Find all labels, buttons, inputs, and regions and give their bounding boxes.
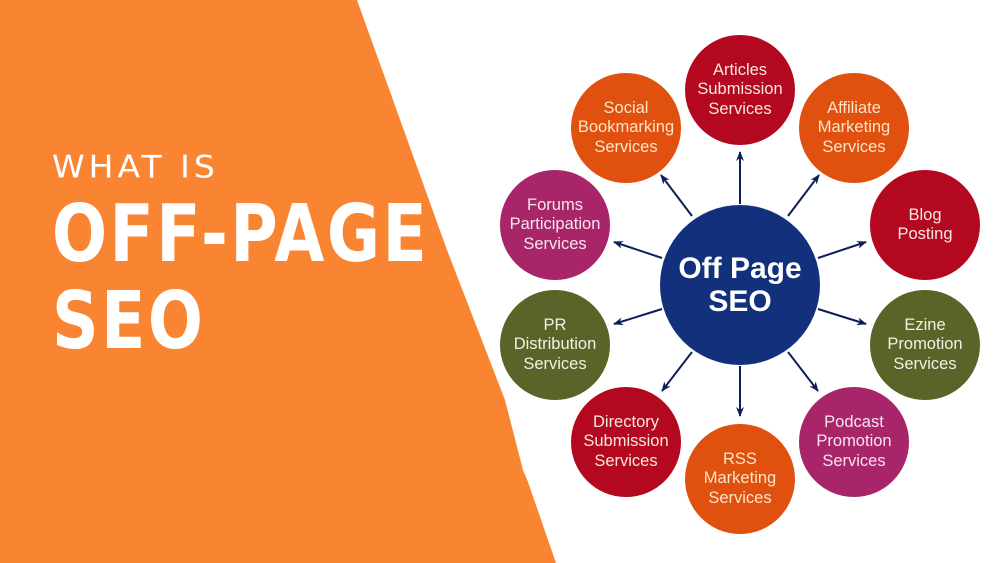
node-label: Forums Participation Services — [509, 195, 601, 253]
arrow-to-blog — [817, 241, 867, 259]
center-node-off-page-seo: Off Page SEO — [660, 205, 820, 365]
node-label: Social Bookmarking Services — [577, 98, 675, 156]
node-directory: Directory Submission Services — [571, 387, 681, 497]
center-node-label: Off Page SEO — [678, 252, 802, 318]
node-rss: RSS Marketing Services — [685, 424, 795, 534]
headline-off-page: OFF-PAGE — [52, 188, 430, 280]
arrow-to-affiliate — [787, 174, 820, 217]
node-pr: PR Distribution Services — [500, 290, 610, 400]
headline-what-is: WHAT IS — [52, 148, 219, 186]
node-ezine: Ezine Promotion Services — [870, 290, 980, 400]
arrow-to-pr — [613, 308, 663, 326]
node-label: Articles Submission Services — [697, 60, 783, 118]
node-affiliate: Affiliate Marketing Services — [799, 73, 909, 183]
node-label: Blog Posting — [897, 205, 953, 244]
node-podcast: Podcast Promotion Services — [799, 387, 909, 497]
orange-panel — [0, 0, 556, 563]
node-blog: Blog Posting — [870, 170, 980, 280]
arrows-group — [613, 151, 867, 417]
node-social: Social Bookmarking Services — [571, 73, 681, 183]
node-label: Podcast Promotion Services — [816, 412, 892, 470]
node-label: Ezine Promotion Services — [887, 315, 963, 373]
arrow-to-ezine — [817, 308, 867, 326]
headline-seo: SEO — [52, 275, 206, 367]
node-articles: Articles Submission Services — [685, 35, 795, 145]
arrow-to-directory — [661, 351, 693, 392]
node-label: Affiliate Marketing Services — [817, 98, 891, 156]
node-forums: Forums Participation Services — [500, 170, 610, 280]
node-label: PR Distribution Services — [513, 315, 597, 373]
node-label: RSS Marketing Services — [703, 449, 777, 507]
arrow-to-forums — [613, 241, 663, 259]
arrow-to-podcast — [787, 351, 819, 392]
node-label: Directory Submission Services — [583, 412, 669, 470]
arrow-to-social — [660, 174, 693, 217]
